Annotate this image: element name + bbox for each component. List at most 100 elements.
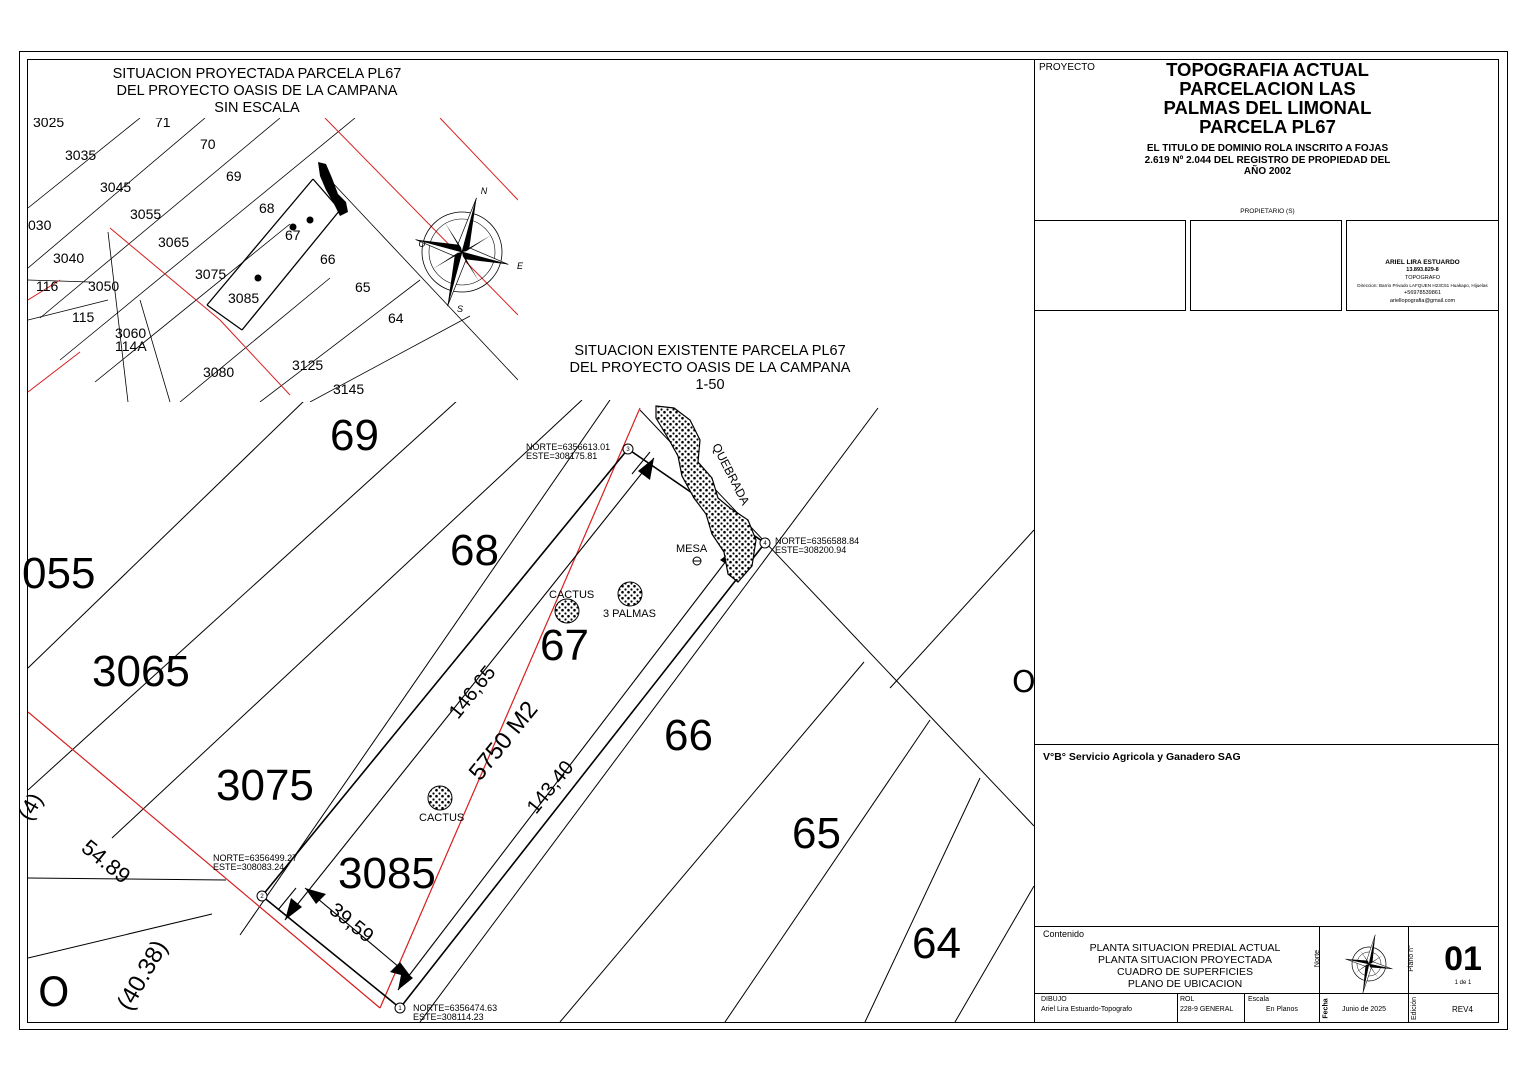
svg-text:DEL PROYECTO OASIS DE LA CAMPA: DEL PROYECTO OASIS DE LA CAMPANA bbox=[117, 83, 398, 99]
tree-symbols bbox=[427, 581, 643, 811]
lot-number: 3075 bbox=[216, 761, 314, 810]
owner-box-1 bbox=[1034, 220, 1186, 311]
vertex-coordinates: NORTE=6356613.01 ESTE=308175.81 NORTE=63… bbox=[213, 442, 859, 1022]
svg-text:3060: 3060 bbox=[115, 325, 146, 341]
svg-text:3055: 3055 bbox=[130, 206, 161, 222]
plano-number: 01 bbox=[1444, 940, 1482, 978]
plano-label: Plano n° bbox=[1407, 945, 1415, 972]
svg-text:67: 67 bbox=[285, 227, 301, 243]
mesa-symbol bbox=[692, 556, 702, 566]
svg-text:65: 65 bbox=[355, 279, 371, 295]
svg-text:NORTE=6356588.84: NORTE=6356588.84 bbox=[775, 536, 859, 546]
cactus-label: CACTUS bbox=[419, 812, 464, 824]
svg-text:N: N bbox=[481, 186, 488, 196]
svg-text:70: 70 bbox=[200, 136, 216, 152]
project-title: TOPOGRAFIA ACTUAL PARCELACION LAS PALMAS… bbox=[1163, 59, 1372, 137]
svg-text:3040: 3040 bbox=[53, 250, 84, 266]
lot-number: 68 bbox=[450, 526, 499, 575]
rol-value: 228-9 GENERAL bbox=[1180, 1006, 1234, 1013]
width-dim: 39,59 bbox=[325, 899, 378, 948]
svg-text:64: 64 bbox=[388, 310, 404, 326]
vertex-id: 4 bbox=[763, 541, 767, 547]
owner-box-2 bbox=[1190, 220, 1342, 311]
svg-text:116: 116 bbox=[36, 278, 59, 294]
cactus-label: CACTUS bbox=[549, 589, 594, 601]
palms-label: 3 PALMAS bbox=[603, 608, 656, 620]
svg-text:1-50: 1-50 bbox=[695, 377, 724, 393]
svg-text:3145: 3145 bbox=[333, 381, 364, 397]
dibujo-label: DIBUJO bbox=[1041, 996, 1067, 1003]
vertex-ids: 3 4 2 1 bbox=[260, 447, 767, 1012]
cut-lot-number: O bbox=[38, 970, 69, 1016]
fecha-value: Junio de 2025 bbox=[1342, 1006, 1386, 1013]
lot-number: 64 bbox=[912, 919, 961, 968]
mesa-label: MESA bbox=[676, 543, 708, 555]
svg-text:66: 66 bbox=[320, 251, 336, 267]
escala-value: En Planos bbox=[1266, 1006, 1298, 1013]
sag-label: V°B° Servicio Agricola y Ganadero SAG bbox=[1043, 751, 1241, 763]
cut-lot-number: O bbox=[1012, 665, 1036, 700]
edicion-label: Edición bbox=[1410, 997, 1418, 1020]
rol-label: ROL bbox=[1180, 996, 1195, 1003]
svg-text:3085: 3085 bbox=[228, 290, 259, 306]
surveyor-info: ARIEL LIRA ESTUARDO 13.893.829-8 TOPOGRA… bbox=[1357, 259, 1488, 304]
svg-text:ESTE=308083.24: ESTE=308083.24 bbox=[213, 862, 284, 872]
svg-text:ESTE=308175.81: ESTE=308175.81 bbox=[526, 451, 597, 461]
title-note: EL TITULO DE DOMINIO ROLA INSCRITO A FOJ… bbox=[1144, 143, 1391, 177]
escala-label: Escala bbox=[1248, 996, 1270, 1003]
existing-situation-title: SITUACION EXISTENTE PARCELA PL67 DEL PRO… bbox=[570, 343, 851, 393]
svg-text:030: 030 bbox=[28, 217, 52, 233]
svg-text:3125: 3125 bbox=[292, 357, 323, 373]
vertex-id: 3 bbox=[626, 447, 630, 453]
plano-count: 1 de 1 bbox=[1454, 980, 1472, 986]
svg-text:NORTE=6356613.01: NORTE=6356613.01 bbox=[526, 442, 610, 452]
svg-text:E: E bbox=[517, 261, 524, 271]
svg-text:3075: 3075 bbox=[195, 266, 226, 282]
svg-text:115: 115 bbox=[72, 309, 95, 325]
creek-quebrada bbox=[655, 405, 757, 583]
svg-text:S: S bbox=[457, 304, 463, 314]
svg-text:DEL PROYECTO OASIS DE LA CAMPA: DEL PROYECTO OASIS DE LA CAMPANA bbox=[570, 360, 851, 376]
svg-text:3035: 3035 bbox=[65, 147, 96, 163]
lot-number: 055 bbox=[22, 549, 95, 598]
dibujo-value: Ariel Lira Estuardo-Topografo bbox=[1041, 1006, 1133, 1013]
big-lot-numbers: 69 68 055 3065 67 3075 66 65 3085 64 bbox=[22, 411, 961, 968]
paren-dim: (40.38) bbox=[112, 936, 173, 1015]
projected-situation-title: SITUACION PROYECTADA PARCELA PL67 DEL PR… bbox=[113, 66, 402, 116]
projected-inset: 3025 71 3035 70 3045 69 3055 68 030 3065… bbox=[28, 114, 518, 402]
svg-text:SITUACION EXISTENTE PARCELA PL: SITUACION EXISTENTE PARCELA PL67 bbox=[574, 343, 845, 359]
side-dim: 54.89 bbox=[77, 834, 136, 888]
svg-text:69: 69 bbox=[226, 168, 242, 184]
sag-box bbox=[1034, 744, 1499, 927]
lot-number: 3065 bbox=[92, 647, 190, 696]
length-dim-b: 143,40 bbox=[523, 757, 579, 818]
svg-text:O: O bbox=[418, 239, 425, 249]
edicion-value: REV4 bbox=[1452, 1005, 1473, 1014]
outer-frame bbox=[19, 51, 1508, 1030]
lot-number: 65 bbox=[792, 809, 841, 858]
svg-text:3080: 3080 bbox=[203, 364, 234, 380]
svg-text:3025: 3025 bbox=[33, 114, 64, 130]
area-label: 5750 M2 bbox=[464, 696, 544, 786]
lot-number: 3085 bbox=[338, 849, 436, 898]
red-boundary-lines bbox=[28, 407, 641, 1009]
svg-text:ESTE=308114.23: ESTE=308114.23 bbox=[413, 1012, 484, 1022]
norte-label: Norte bbox=[1314, 949, 1322, 968]
svg-text:NORTE=6356499.27: NORTE=6356499.27 bbox=[213, 853, 297, 863]
svg-text:SIN ESCALA: SIN ESCALA bbox=[214, 100, 300, 116]
length-dim-a: 146,65 bbox=[445, 662, 501, 723]
lot-number: 66 bbox=[664, 711, 713, 760]
svg-text:3045: 3045 bbox=[100, 179, 131, 195]
lot-number: 69 bbox=[330, 411, 379, 460]
dimension-labels: 146,65 143,40 39,59 5750 M2 54.89 (40.38… bbox=[13, 662, 579, 1015]
north-arrow-icon bbox=[1345, 934, 1393, 994]
proyecto-label: PROYECTO bbox=[1039, 62, 1095, 73]
propietario-label: PROPIETARIO (S) bbox=[1240, 208, 1295, 215]
svg-text:ESTE=308200.94: ESTE=308200.94 bbox=[775, 545, 846, 555]
contenido-label: Contenido bbox=[1043, 929, 1085, 939]
svg-text:NORTE=6356474.63: NORTE=6356474.63 bbox=[413, 1003, 497, 1013]
surveyor-box bbox=[1346, 220, 1499, 311]
fecha-label: Fecha bbox=[1322, 998, 1330, 1019]
contenido-list: PLANTA SITUACION PREDIAL ACTUAL PLANTA S… bbox=[1089, 942, 1281, 990]
